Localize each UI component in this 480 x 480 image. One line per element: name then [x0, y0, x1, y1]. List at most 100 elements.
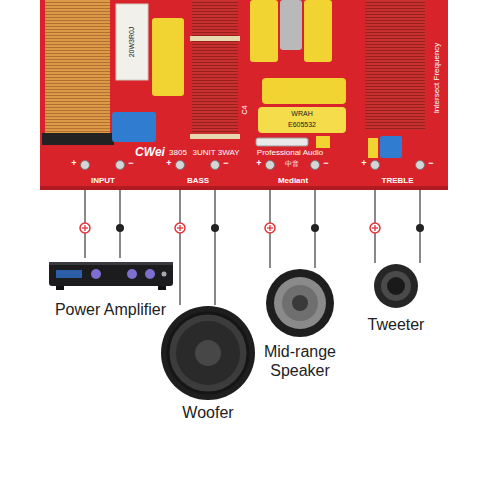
- mid-part: [274, 277, 326, 329]
- device-label: Power Amplifier: [28, 300, 193, 319]
- woofer-part: [195, 340, 221, 366]
- mid-capacitors: [316, 136, 330, 148]
- amp-icon: [46, 258, 176, 292]
- positive-dot: [269, 225, 270, 231]
- positive-dot: [370, 223, 380, 233]
- amp-part: [91, 269, 101, 279]
- tweeter-icon: [373, 263, 419, 309]
- speaker-wire: [179, 190, 180, 305]
- device: Power Amplifier: [28, 258, 193, 319]
- woofer-part: [176, 321, 240, 385]
- left-inductor: [42, 0, 114, 145]
- bass-inductor: [190, 36, 240, 41]
- terminal-block: Mediant: [253, 172, 333, 190]
- capacitor: [112, 112, 156, 142]
- device: Tweeter: [360, 263, 432, 334]
- mid-capacitors: [250, 0, 346, 148]
- amp-part: [56, 286, 64, 290]
- terminal-screws: [116, 161, 125, 170]
- positive-dot: [265, 223, 275, 233]
- amp-part: [56, 270, 82, 278]
- mid-capacitors: [280, 0, 302, 50]
- amp-part: [49, 262, 173, 286]
- polarity-sign: +: [361, 159, 366, 169]
- terminal-screws: [266, 161, 275, 170]
- amp-part: [127, 269, 137, 279]
- amp-part: [161, 272, 166, 277]
- device-label: Woofer: [160, 403, 256, 422]
- terminal-screws: [416, 161, 425, 170]
- positive-dot: [370, 223, 380, 233]
- mid-capacitors: [250, 0, 278, 62]
- capacitor: [152, 18, 184, 96]
- terminal-screws: [176, 161, 185, 170]
- speaker-wire: [374, 190, 375, 263]
- board-slogan: Professional Audio: [257, 149, 323, 158]
- terminal-block: INPUT: [68, 172, 138, 190]
- terminal-block: TREBLE: [360, 172, 435, 190]
- mid-capacitors: [256, 138, 308, 146]
- board-type: 3UNIT 3WAY: [193, 149, 240, 158]
- polarity-sign: +: [71, 159, 76, 169]
- polarity-dots: [80, 223, 424, 233]
- woofer-icon: [160, 305, 256, 401]
- polarity-sign: −: [128, 159, 133, 169]
- capacitor: [112, 18, 184, 142]
- treble-inductor: [365, 0, 425, 130]
- tweeter-part: [387, 277, 405, 295]
- terminal-label: Mediant: [253, 172, 333, 190]
- mid-icon: [265, 268, 335, 338]
- resistor: [116, 4, 148, 80]
- negative-dot: [116, 224, 124, 232]
- positive-dot: [84, 225, 85, 231]
- pcb: [40, 0, 448, 190]
- mid-capacitors: [304, 0, 332, 62]
- speaker-wire: [119, 190, 120, 258]
- mid-capacitors: [258, 107, 346, 133]
- negative-dot: [416, 224, 424, 232]
- component-ref: C4: [241, 106, 249, 115]
- chinese-label: 中音: [285, 160, 299, 168]
- left-inductor: [45, 0, 110, 135]
- left-inductor: [42, 133, 114, 145]
- terminal-label: TREBLE: [360, 172, 435, 190]
- polarity-sign: −: [223, 159, 228, 169]
- terminal-label: BASS: [163, 172, 233, 190]
- positive-dot: [265, 223, 275, 233]
- device-label: Mid-range Speaker: [258, 342, 342, 380]
- treble-inductor: [368, 138, 378, 158]
- positive-dot: [80, 223, 90, 233]
- mid-part: [292, 295, 308, 311]
- brand-logo: CWei: [135, 146, 165, 159]
- amp-part: [145, 269, 155, 279]
- wire-group: [85, 190, 420, 305]
- negative-dot: [211, 224, 219, 232]
- device-label: Tweeter: [360, 315, 432, 334]
- mid-capacitors: [262, 78, 346, 104]
- bass-inductor: [190, 134, 240, 139]
- speaker-wire: [269, 190, 270, 268]
- pcb: [40, 0, 448, 190]
- bass-inductor: [192, 0, 238, 138]
- tweeter-part: [381, 271, 411, 301]
- terminal-screws: [311, 161, 320, 170]
- amp-part: [158, 286, 166, 290]
- negative-dot: [311, 224, 319, 232]
- positive-dot: [175, 223, 185, 233]
- positive-dot: [179, 225, 180, 231]
- bass-inductor: [190, 0, 240, 139]
- terminal-label: INPUT: [68, 172, 138, 190]
- woofer-part: [161, 306, 255, 400]
- board-note: Intersect Frequency: [433, 43, 442, 114]
- positive-dot: [175, 223, 185, 233]
- terminal-screws: [81, 161, 90, 170]
- terminal-block: BASS: [163, 172, 233, 190]
- tweeter-part: [374, 264, 418, 308]
- device: Woofer: [160, 305, 256, 422]
- treble-inductor: [380, 136, 402, 158]
- capacitor-marking: WRAH: [291, 110, 312, 118]
- mid-part: [282, 285, 318, 321]
- terminal-screws: [371, 161, 380, 170]
